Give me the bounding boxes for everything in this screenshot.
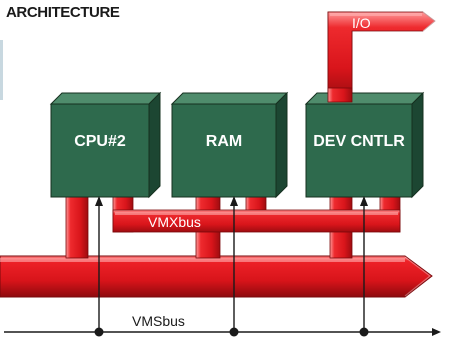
io-label: I/O bbox=[352, 15, 371, 31]
dev-controller-label: DEV CNTLR bbox=[313, 133, 405, 150]
ram-module: RAM bbox=[170, 91, 289, 199]
ram-label: RAM bbox=[206, 133, 242, 150]
dev-controller-module: DEV CNTLR bbox=[304, 91, 425, 199]
diagram-title: ARCHITECTURE bbox=[6, 4, 120, 21]
main-bus-pipe bbox=[0, 255, 433, 298]
cpu-module: CPU#2 bbox=[49, 91, 162, 199]
io-pipe-base bbox=[327, 87, 353, 103]
cpu-label: CPU#2 bbox=[74, 133, 126, 150]
vms-bus-label: VMSbus bbox=[132, 313, 185, 329]
vmx-bus-label: VMXbus bbox=[148, 214, 201, 230]
page-edge-mark bbox=[0, 40, 3, 100]
vms-bus bbox=[4, 196, 441, 337]
io-pipe bbox=[327, 11, 436, 99]
